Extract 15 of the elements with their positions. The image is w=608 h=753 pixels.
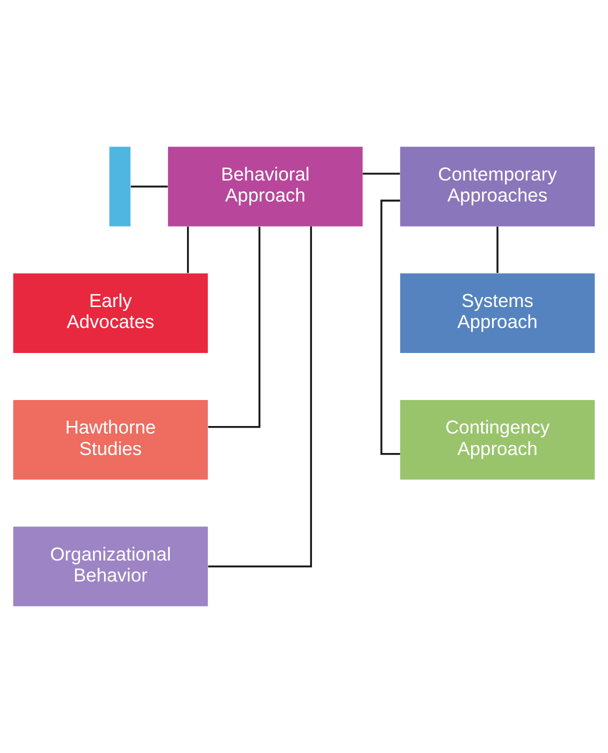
connector xyxy=(130,186,168,188)
connector xyxy=(208,226,312,568)
connector xyxy=(380,200,400,455)
node-box: Behavioral Approach xyxy=(168,146,363,226)
node-box: Hawthorne Studies xyxy=(13,400,208,480)
connector xyxy=(186,226,189,273)
node-box: Organizational Behavior xyxy=(13,526,208,606)
node-box xyxy=(109,146,130,226)
connector xyxy=(208,226,260,428)
node-box: Systems Approach xyxy=(400,273,595,354)
node-box: Contemporary Approaches xyxy=(400,146,595,226)
connector xyxy=(496,226,498,273)
node-box: Contingency Approach xyxy=(400,400,595,480)
node-box: Early Advocates xyxy=(13,273,208,354)
connector xyxy=(362,172,400,175)
